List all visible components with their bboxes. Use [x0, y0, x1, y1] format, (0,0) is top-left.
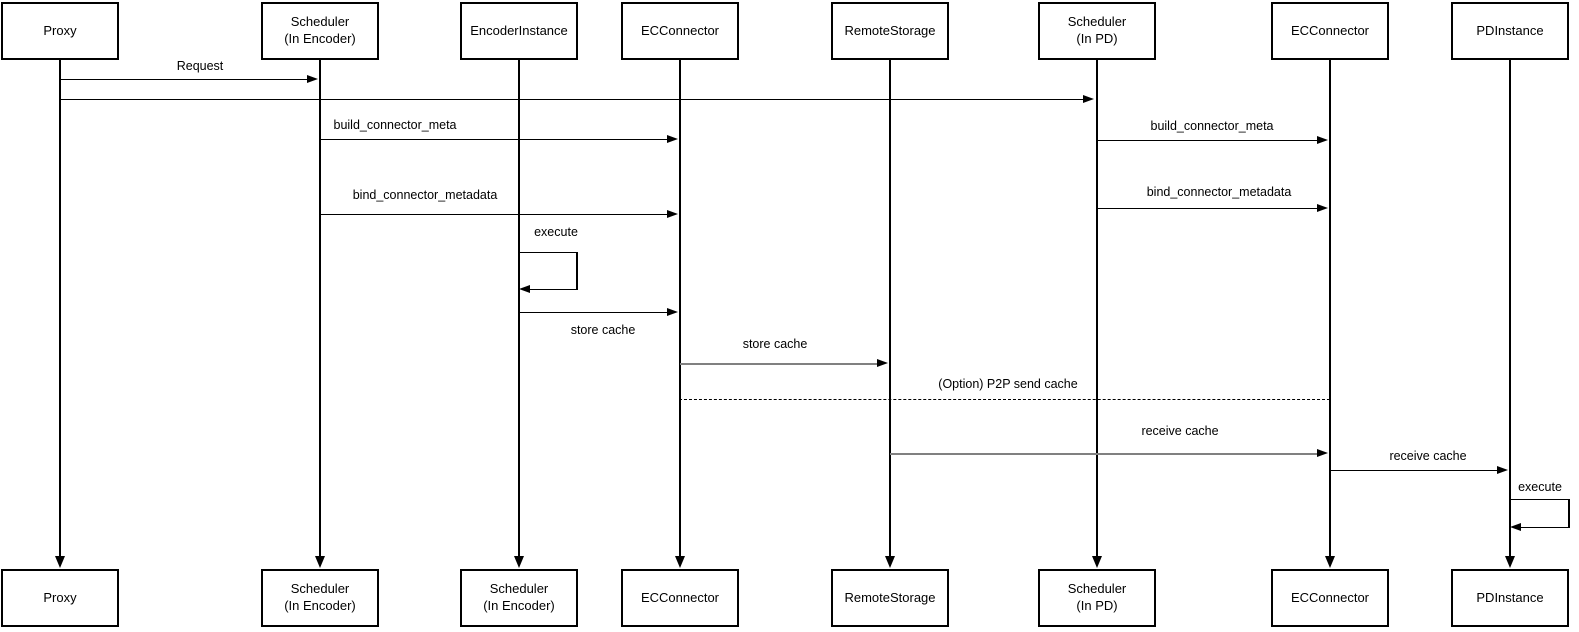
message-label-build-connector-meta-right: build_connector_meta: [1150, 119, 1274, 133]
participant-label: ECConnector: [640, 22, 720, 38]
lifeline-proxy: [59, 60, 61, 557]
message-label-receive-cache-2: receive cache: [1389, 449, 1467, 463]
message-arrow-receive-cache-2: [1330, 470, 1497, 471]
lifeline-encoder-instance: [518, 60, 520, 557]
message-label-p2p-send-cache: (Option) P2P send cache: [938, 377, 1078, 391]
message-arrow-proxy-to-scheduler-pd: [60, 99, 1083, 100]
participant-label: Scheduler (In Encoder): [483, 581, 555, 613]
message-label-store-cache-2: store cache: [742, 337, 808, 351]
participant-bottom-remotestorage: RemoteStorage: [831, 569, 949, 627]
message-arrow-receive-cache-1: [890, 453, 1317, 455]
participant-bottom-scheduler-encoder: Scheduler (In Encoder): [261, 569, 379, 627]
message-arrow-store-cache-1: [519, 312, 667, 313]
lifeline-scheduler-encoder: [319, 60, 321, 557]
self-loop-right-segment: [1568, 499, 1570, 528]
participant-bottom-pdinstance: PDInstance: [1451, 569, 1569, 627]
message-arrow-build-connector-meta-left: [320, 139, 667, 140]
arrowhead-right-icon: [877, 359, 888, 367]
arrowhead-right-icon: [1083, 95, 1094, 103]
arrowhead-down-icon: [315, 556, 325, 568]
participant-bottom-ecconnector-left: ECConnector: [621, 569, 739, 627]
participant-top-scheduler-pd: Scheduler (In PD): [1038, 2, 1156, 60]
participant-label: RemoteStorage: [844, 589, 936, 605]
arrowhead-right-icon: [307, 75, 318, 83]
participant-label: PDInstance: [1476, 22, 1544, 38]
lifeline-pdinstance: [1509, 60, 1511, 557]
message-arrow-build-connector-meta-right: [1097, 140, 1317, 141]
self-loop-top-segment: [519, 252, 578, 253]
participant-top-ecconnector-left: ECConnector: [621, 2, 739, 60]
arrowhead-right-icon: [667, 135, 678, 143]
participant-top-scheduler-encoder: Scheduler (In Encoder): [261, 2, 379, 60]
arrowhead-down-icon: [885, 556, 895, 568]
participant-bottom-scheduler-pd: Scheduler (In PD): [1038, 569, 1156, 627]
participant-label: ECConnector: [640, 589, 720, 605]
self-loop-bottom-segment: [1520, 527, 1569, 528]
arrowhead-right-icon: [667, 210, 678, 218]
participant-top-proxy: Proxy: [1, 2, 119, 60]
arrowhead-down-icon: [1325, 556, 1335, 568]
lifeline-scheduler-pd: [1096, 60, 1098, 557]
message-arrow-bind-connector-metadata-left: [320, 214, 667, 215]
participant-label: ECConnector: [1290, 22, 1370, 38]
self-loop-right-segment: [576, 252, 578, 290]
participant-label: Proxy: [43, 589, 77, 605]
participant-label: Scheduler (In PD): [1067, 14, 1127, 46]
participant-top-encoder-instance: EncoderInstance: [460, 2, 578, 60]
participant-top-ecconnector-right: ECConnector: [1271, 2, 1389, 60]
participant-label: Proxy: [43, 22, 77, 38]
arrowhead-right-icon: [667, 308, 678, 316]
message-label-request: Request: [176, 59, 224, 73]
participant-label: ECConnector: [1290, 589, 1370, 605]
message-label-bind-connector-metadata-right: bind_connector_metadata: [1146, 185, 1292, 199]
arrowhead-down-icon: [55, 556, 65, 568]
message-label-receive-cache-1: receive cache: [1141, 424, 1219, 438]
participant-label: PDInstance: [1476, 589, 1544, 605]
participant-top-pdinstance: PDInstance: [1451, 2, 1569, 60]
message-label-execute-right: execute: [1518, 480, 1562, 494]
arrowhead-down-icon: [1092, 556, 1102, 568]
participant-bottom-ecconnector-right: ECConnector: [1271, 569, 1389, 627]
participant-label: Scheduler (In Encoder): [284, 14, 356, 46]
message-arrow-bind-connector-metadata-right: [1097, 208, 1317, 209]
participant-label: Scheduler (In Encoder): [284, 581, 356, 613]
lifeline-ecconnector-right: [1329, 60, 1331, 557]
arrowhead-right-icon: [1317, 136, 1328, 144]
arrowhead-right-icon: [1317, 204, 1328, 212]
lifeline-ecconnector-left: [679, 60, 681, 557]
message-label-store-cache-1: store cache: [570, 323, 636, 337]
arrowhead-left-icon: [519, 285, 530, 293]
arrowhead-down-icon: [1505, 556, 1515, 568]
participant-label: Scheduler (In PD): [1067, 581, 1127, 613]
arrowhead-down-icon: [675, 556, 685, 568]
self-loop-bottom-segment: [529, 289, 577, 290]
message-label-bind-connector-metadata-left: bind_connector_metadata: [352, 188, 498, 202]
message-arrow-store-cache-2: [680, 363, 877, 365]
arrowhead-right-icon: [1317, 449, 1328, 457]
message-arrow-request: [60, 79, 307, 80]
participant-top-remotestorage: RemoteStorage: [831, 2, 949, 60]
participant-bottom-proxy: Proxy: [1, 569, 119, 627]
arrowhead-left-icon: [1510, 523, 1521, 531]
message-label-execute-left: execute: [534, 225, 578, 239]
message-line-p2p-send-cache: [679, 399, 1330, 400]
participant-bottom-scheduler-encoder-2: Scheduler (In Encoder): [460, 569, 578, 627]
arrowhead-down-icon: [514, 556, 524, 568]
participant-label: EncoderInstance: [470, 22, 568, 38]
self-loop-top-segment: [1510, 499, 1570, 500]
message-label-build-connector-meta-left: build_connector_meta: [333, 118, 457, 132]
arrowhead-right-icon: [1497, 466, 1508, 474]
lifeline-remotestorage: [889, 60, 891, 557]
participant-label: RemoteStorage: [844, 22, 936, 38]
